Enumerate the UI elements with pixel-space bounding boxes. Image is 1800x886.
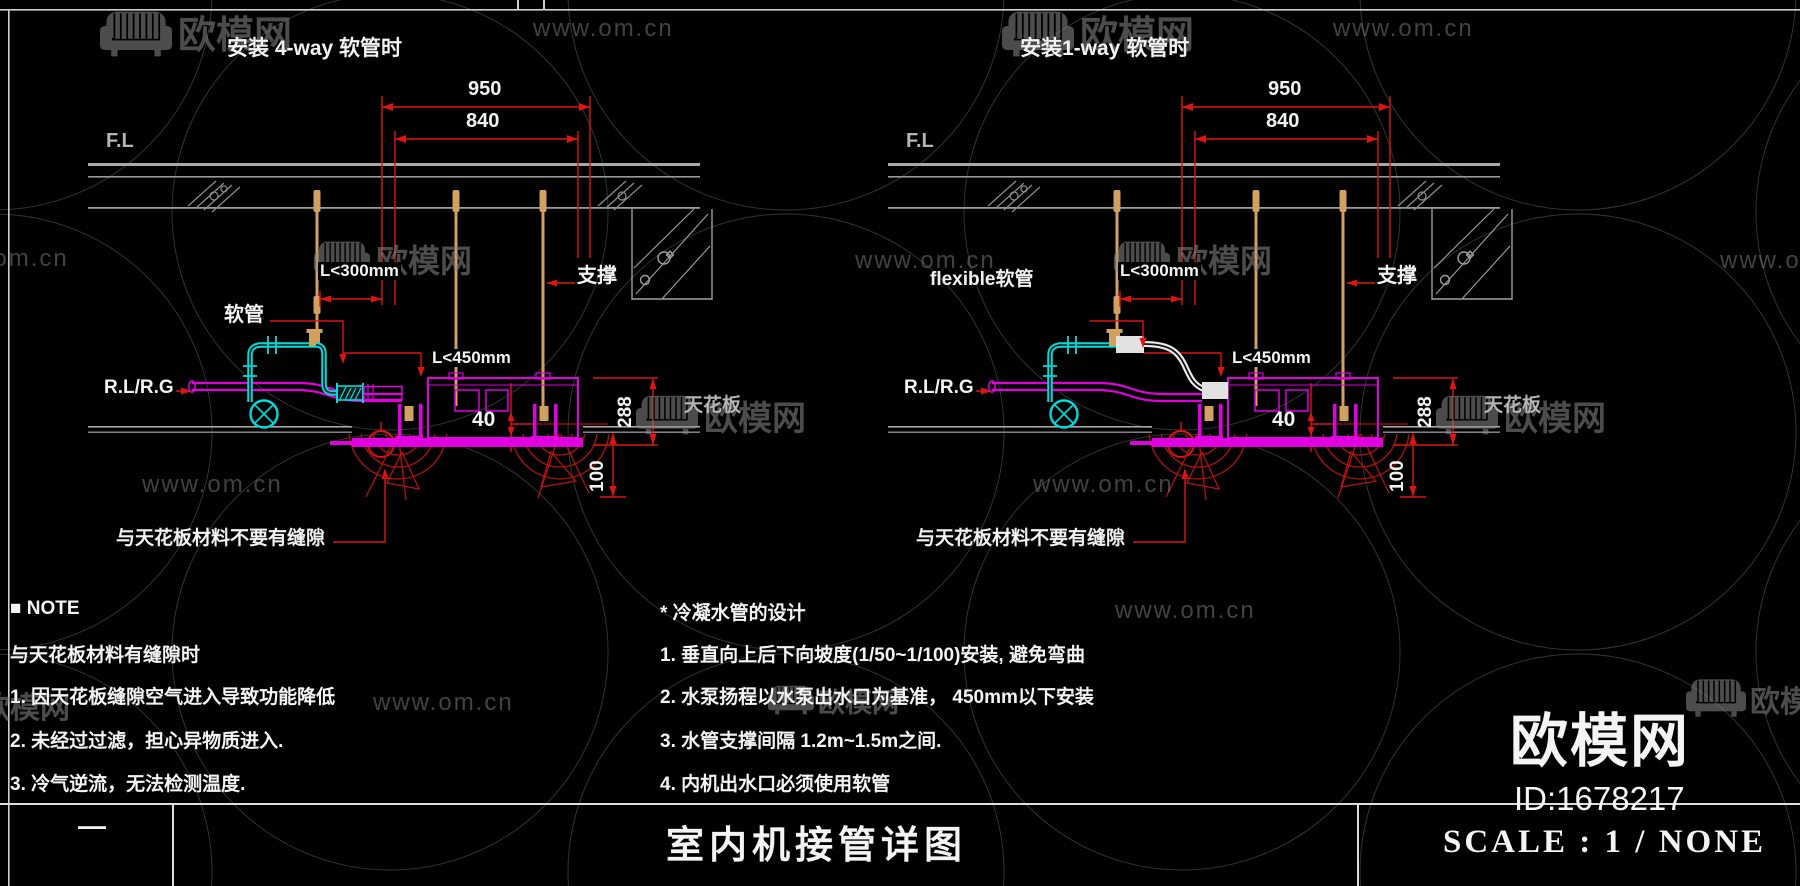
dim-L450: L<450mm bbox=[430, 348, 513, 367]
note-subheader: 与天花板材料有缝隙时 bbox=[10, 645, 201, 666]
hose-label: flexible软管 bbox=[930, 269, 1034, 290]
dim-950: 950 bbox=[1266, 78, 1304, 100]
support-label: 支撑 bbox=[577, 265, 617, 287]
drain-note-header: * 冷凝水管的设计 bbox=[660, 603, 806, 624]
dim-L300: L<300mm bbox=[1118, 261, 1201, 280]
watermark-brand: 欧模网 bbox=[178, 15, 292, 57]
note-item: 2. 未经过过滤，担心异物质进入. bbox=[10, 731, 284, 752]
watermark-brand: 欧模网 bbox=[0, 692, 70, 725]
gap-warning: 与天花板材料不要有缝隙 bbox=[916, 528, 1126, 549]
drain-note-item: 3. 水管支撑间隔 1.2m~1.5m之间. bbox=[660, 731, 942, 752]
dim-840: 840 bbox=[1264, 110, 1302, 132]
dim-L450: L<450mm bbox=[1230, 348, 1313, 367]
dim-840: 840 bbox=[464, 110, 502, 132]
refrigerant-pipes-label: R.L/R.G bbox=[904, 377, 974, 398]
revision-dash: — bbox=[78, 810, 106, 841]
sheet-title: 室内机接管详图 bbox=[666, 825, 968, 867]
drain-note-item: 2. 水泵扬程以水泵出水口为基准， 450mm以下安装 bbox=[660, 687, 1094, 708]
watermark-site: www.om.cn bbox=[141, 471, 283, 498]
drain-note-item: 1. 垂直向上后下向坡度(1/50~1/100)安装, 避免弯曲 bbox=[660, 645, 1085, 666]
dim-100: 100 bbox=[587, 460, 608, 492]
floor-level-label: F.L bbox=[106, 130, 134, 152]
watermark-brand: 欧模网 bbox=[1750, 686, 1800, 719]
watermark-site: www.om.cn bbox=[532, 15, 674, 42]
hose-label: 软管 bbox=[224, 304, 264, 326]
watermark-brand: 欧模网 bbox=[818, 688, 899, 718]
scale-label: SCALE : 1 / NONE bbox=[1443, 824, 1767, 860]
note-item: 1. 因天花板缝隙空气进入导致功能降低 bbox=[10, 687, 336, 708]
drain-note-item: 4. 内机出水口必须使用软管 bbox=[660, 774, 891, 795]
watermark-site: www.om.cn bbox=[372, 689, 514, 716]
dim-950: 950 bbox=[466, 78, 504, 100]
gap-warning: 与天花板材料不要有缝隙 bbox=[116, 528, 326, 549]
floor-level-label: F.L bbox=[906, 130, 934, 152]
support-label: 支撑 bbox=[1377, 265, 1417, 287]
note-item: 3. 冷气逆流，无法检测温度. bbox=[10, 774, 246, 795]
diagram-title: 安装1-way 软管时 bbox=[1020, 37, 1190, 60]
dim-L300: L<300mm bbox=[318, 261, 401, 280]
brand-logo-text: 欧模网 bbox=[1510, 709, 1691, 774]
dim-288: 288 bbox=[1415, 396, 1436, 428]
watermark-brand: 欧模网 bbox=[1504, 400, 1606, 438]
refrigerant-pipes-label: R.L/R.G bbox=[104, 377, 174, 398]
note-header: ■ NOTE bbox=[10, 598, 80, 619]
watermark-brand: 欧模网 bbox=[704, 400, 806, 438]
dim-288: 288 bbox=[615, 396, 636, 428]
ceiling-label: 天花板 bbox=[1484, 395, 1542, 416]
watermark-site: www.om.cn bbox=[854, 247, 996, 274]
right-hose-assembly bbox=[1090, 320, 1228, 399]
watermark-site: www.om.cn bbox=[1032, 471, 1174, 498]
dim-40: 40 bbox=[1272, 408, 1296, 431]
watermark-site: www.om.cn bbox=[1114, 597, 1256, 624]
watermark-site: www.om.cn bbox=[0, 245, 69, 272]
diagram-title: 安装 4-way 软管时 bbox=[227, 37, 403, 60]
watermark-brand: 欧模网 bbox=[1080, 15, 1194, 57]
dim-40: 40 bbox=[472, 408, 496, 431]
ceiling-label: 天花板 bbox=[684, 395, 742, 416]
left-hose-assembly bbox=[270, 320, 403, 403]
model-id: ID:1678217 bbox=[1514, 780, 1685, 817]
watermark-site: www.om.cn bbox=[1332, 15, 1474, 42]
watermark-site: www.om.cn bbox=[1719, 247, 1800, 274]
dim-100: 100 bbox=[1387, 460, 1408, 492]
